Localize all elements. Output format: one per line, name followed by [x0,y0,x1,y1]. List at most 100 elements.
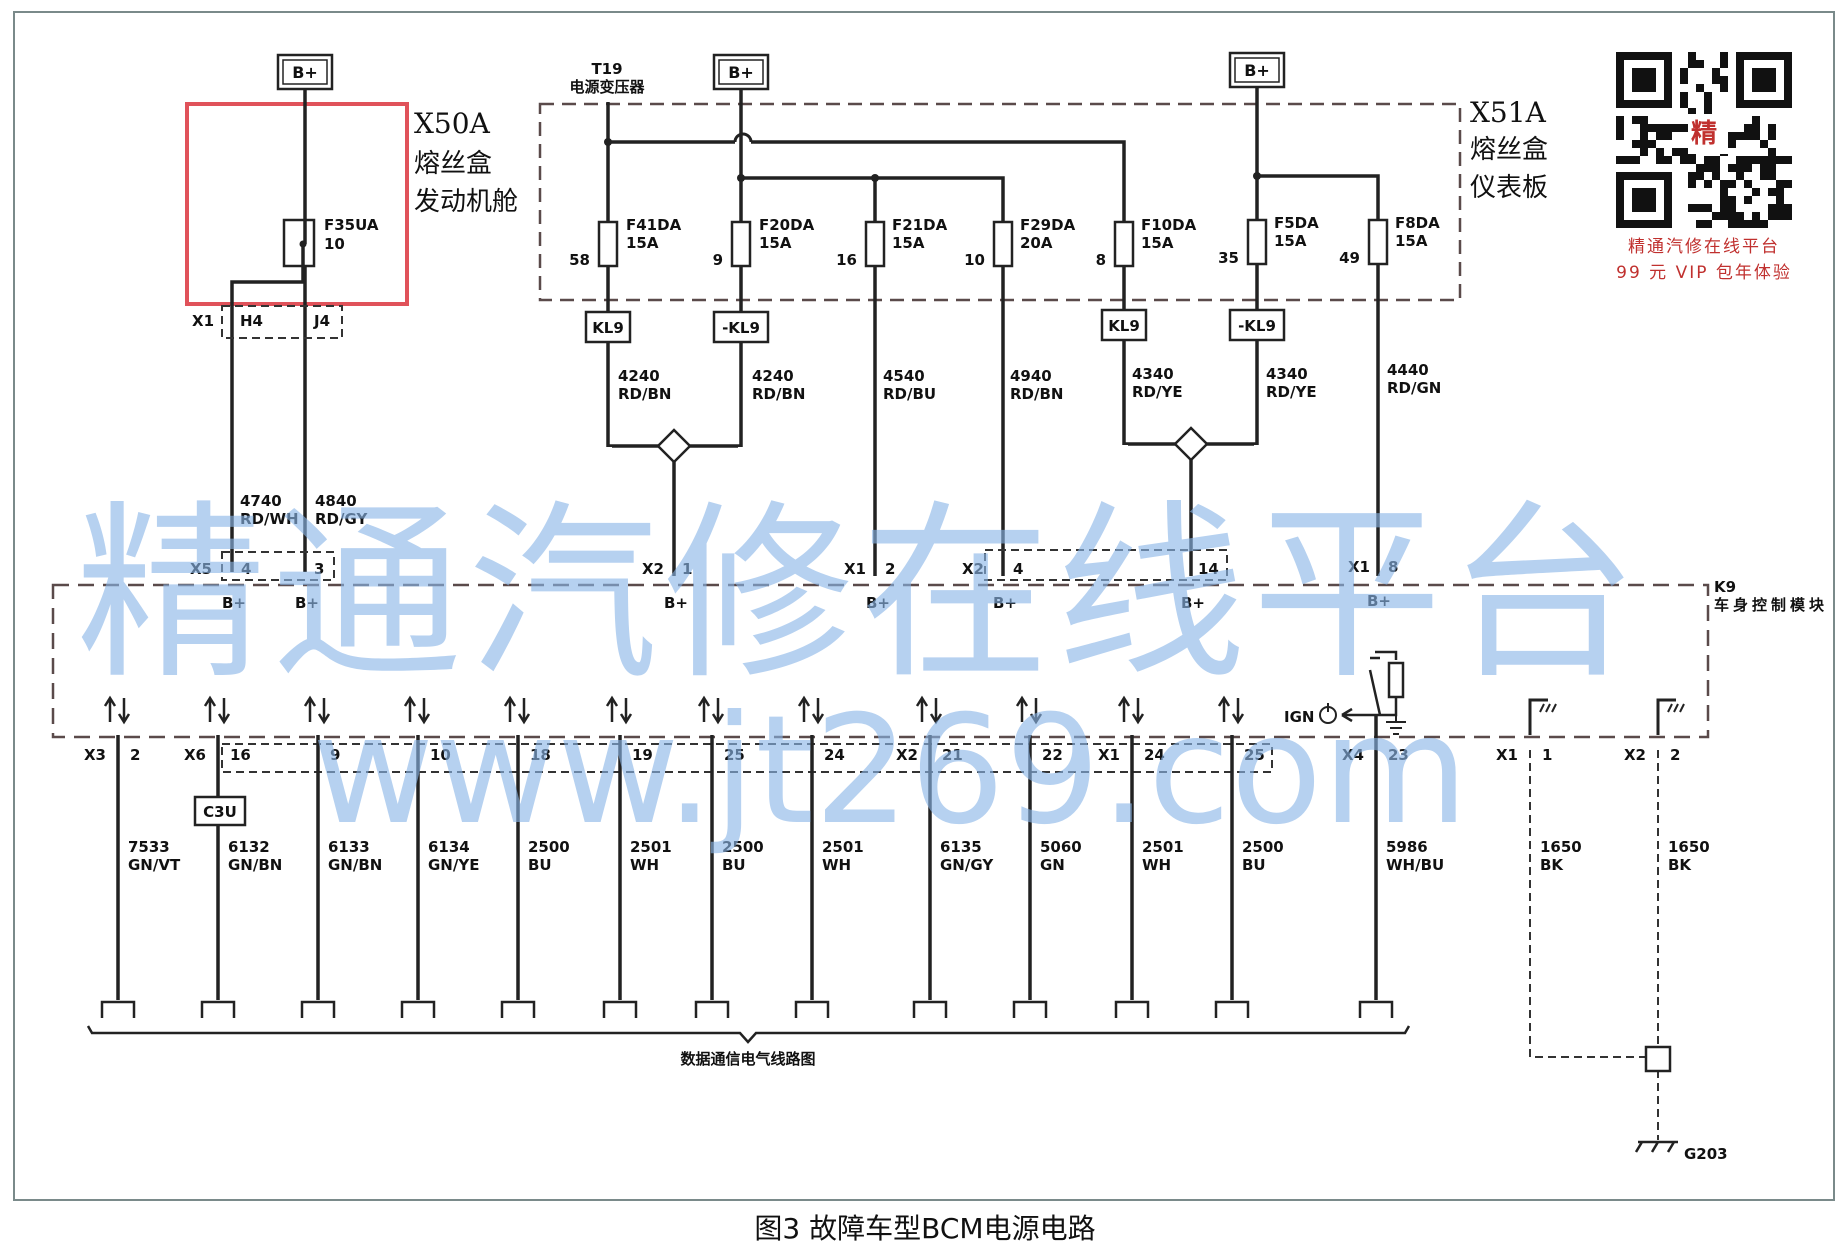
fuse-box-engine: X50A 熔丝盒 发动机舱 F35UA 10 [185,102,518,306]
bottom-wire-num: 5060 [1040,838,1082,856]
fuse-box-dash-name2: 仪表板 [1470,173,1548,203]
splice-2 [1173,426,1209,462]
fuse-f5da: F5DA 15A 35 [1218,214,1319,267]
kl9-box-3: KL9 [1100,308,1148,342]
wire-4740-color: RD/WH [240,510,299,528]
bottom-pin-number: 2 [1670,746,1680,764]
wire-label: RD/YE [1266,383,1317,401]
bottom-pin-number: 10 [430,746,451,764]
bottom-wire-color: BU [722,856,746,874]
bottom-wire-color: WH [822,856,851,874]
wire-4740-num: 4740 [240,492,282,510]
bottom-wire-num: 2501 [1142,838,1184,856]
bottom-wire-color: WH/BU [1386,856,1444,874]
bottom-wire-num: 6134 [428,838,470,856]
bottom-wire-color: WH [630,856,659,874]
wire-label: 4240 [752,367,794,385]
svg-text:58: 58 [569,251,590,269]
fuse-box-engine-name2: 发动机舱 [414,187,518,217]
bottom-pin-conn: X6 [184,746,206,764]
svg-text:35: 35 [1218,249,1239,267]
fuse-f35ua [282,218,316,268]
svg-text:8: 8 [1096,251,1106,269]
watermark-text-url: www.jt269.com [312,684,1469,858]
bottom-pin-number: 21 [942,746,963,764]
bottom-pin-number: 25 [724,746,745,764]
bottom-wire-num: 2500 [1242,838,1284,856]
bottom-wire-num: 1650 [1540,838,1582,856]
svg-text:KL9: KL9 [1108,317,1140,335]
bottom-pin-conn: X1 [1496,746,1518,764]
wire-label: RD/BN [618,385,671,403]
bottom-wire-color: GN/VT [128,856,181,874]
bottom-pin-number: 9 [330,746,340,764]
bottom-pin-number: 25 [1244,746,1265,764]
bottom-wire-color: WH [1142,856,1171,874]
svg-text:F10DA: F10DA [1141,216,1197,234]
ground-label: G203 [1684,1145,1728,1163]
fuse-f29da: F29DA 20A 10 [964,216,1075,269]
svg-text:15A: 15A [892,234,925,252]
watermark-text-cn: 精通汽修在线平台 [76,484,1644,705]
conn-x1-label: X1 [192,312,214,330]
t19-name: 电源变压器 [569,78,645,96]
svg-text:B+: B+ [222,594,246,612]
qr-mark: 精 [1691,119,1717,149]
fuse-f41da: F41DA 15A 58 [569,216,681,269]
svg-text:15A: 15A [1274,232,1307,250]
bottom-wire-color: GN/YE [428,856,479,874]
fuse-f35ua-label: F35UA [324,216,379,234]
bottom-wire-color: BU [528,856,552,874]
svg-text:KL9: KL9 [592,319,624,337]
bottom-pin-conn: X1 [1098,746,1120,764]
svg-text:B+: B+ [664,594,688,612]
svg-text:-KL9: -KL9 [722,319,760,337]
fuse-box-engine-name1: 熔丝盒 [414,149,492,179]
bcm-top-pins: X5 4 B+ 3 B+ X2 1 B+ X1 2 B+ X2 4 B+ 14 … [190,558,1398,612]
svg-text:15A: 15A [759,234,792,252]
svg-text:14: 14 [1198,560,1219,578]
conn-j4-label: J4 [313,312,330,330]
fuse-f35ua-amp: 10 [324,235,345,253]
svg-text:4: 4 [241,560,251,578]
bottom-wire-num: 1650 [1668,838,1710,856]
svg-text:8: 8 [1388,558,1398,576]
bottom-wire-num: 2500 [722,838,764,856]
fuse-f8da: F8DA 15A 49 [1339,214,1440,267]
svg-text:B+: B+ [866,594,890,612]
svg-text:16: 16 [836,251,857,269]
bottom-wire-num: 2501 [630,838,672,856]
battery-supply-dash-2: B+ [1228,51,1286,89]
bottom-pin-conn: X4 [1342,746,1364,764]
bottom-pin-number: 2 [130,746,140,764]
bottom-wire-color: BK [1668,856,1692,874]
wire-label: RD/BU [883,385,936,403]
bottom-wire-num: 6132 [228,838,270,856]
svg-text:F29DA: F29DA [1020,216,1076,234]
svg-text:F5DA: F5DA [1274,214,1319,232]
wire-4840-color: RD/GY [315,510,368,528]
fuse-f20da: F20DA 15A 9 [713,216,815,269]
ground-circuit: G203 [1529,750,1728,1163]
bottom-pin-number: 16 [230,746,251,764]
splice-1 [656,428,692,464]
promo-line1: 精通汽修在线平台 [1628,237,1780,257]
svg-text:F41DA: F41DA [626,216,682,234]
bottom-wire-num: 6133 [328,838,370,856]
bcm-name: 车身控制模块 [1714,596,1825,614]
kl9-box-1: KL9 [584,310,632,344]
svg-text:X1: X1 [1348,558,1370,576]
svg-text:C3U: C3U [203,803,237,821]
wire-label: 4540 [883,367,925,385]
svg-text:X1: X1 [844,560,866,578]
c3u-box: C3U [193,795,247,827]
battery-supply-dash-1: B+ [712,53,770,91]
